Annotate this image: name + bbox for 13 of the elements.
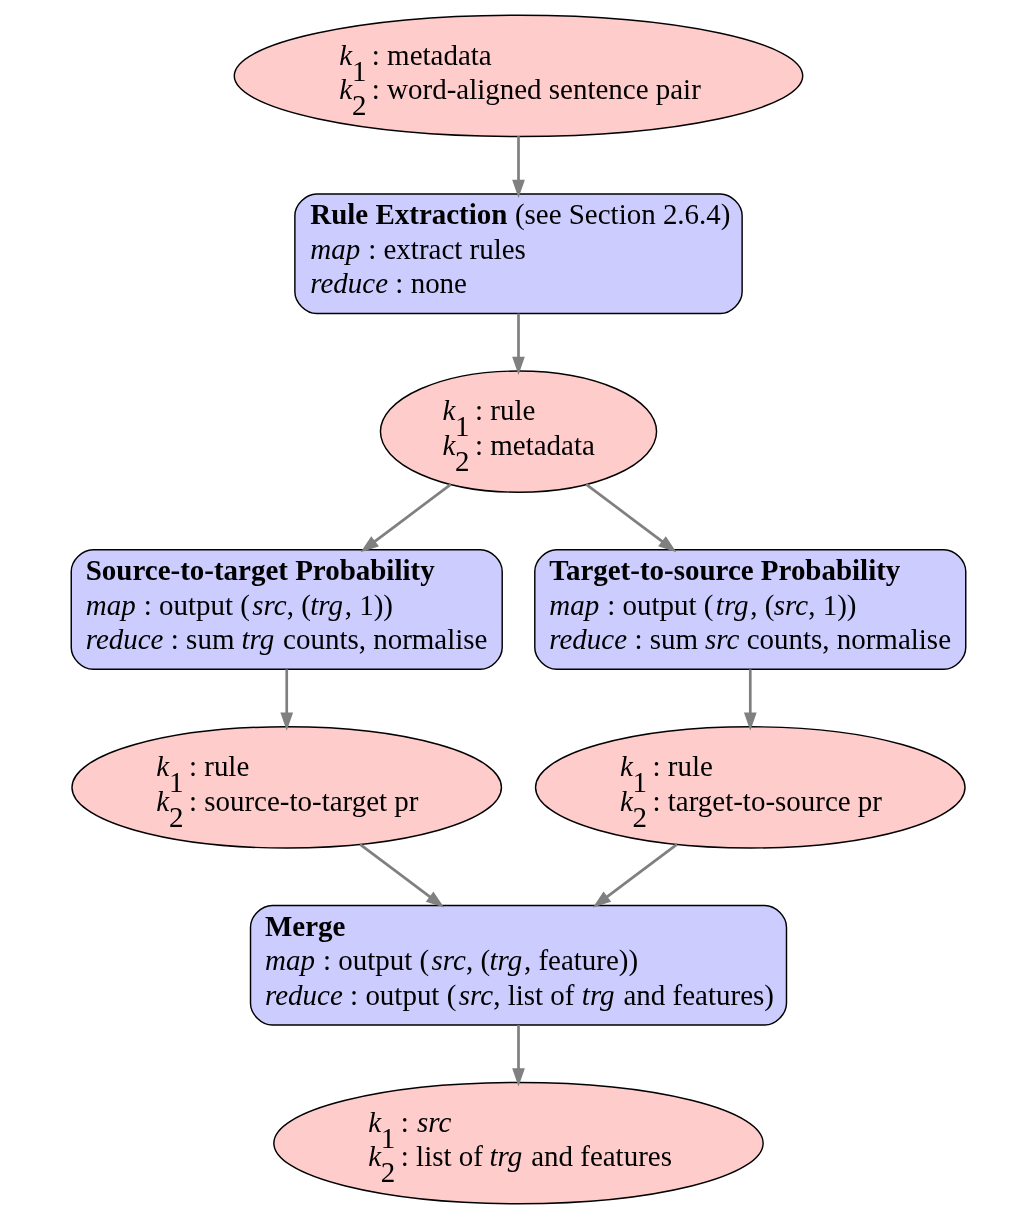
arrow [511,313,525,375]
arrow [511,1025,525,1087]
arrow [592,843,678,908]
arrow [358,843,444,908]
arrow [279,669,293,731]
arrow [360,483,452,553]
node-box: Target-to-source Probability map : output (trg, (src, 1)) reduce : sum src counts, normalise [533,549,966,670]
arrow [743,669,757,731]
arrow [511,136,525,198]
node-box: Source-to-target Probability map : output (src, (trg, 1)) reduce : sum trg counts, normalise [70,549,503,670]
arrow [584,483,676,553]
node-box: Merge map : output (src, (trg, feature)) reduce : output (src, list of trg and features) [249,904,787,1026]
node-box: Rule Extraction (see Section 2.6.4) map : extract rules reduce : none [293,193,743,315]
